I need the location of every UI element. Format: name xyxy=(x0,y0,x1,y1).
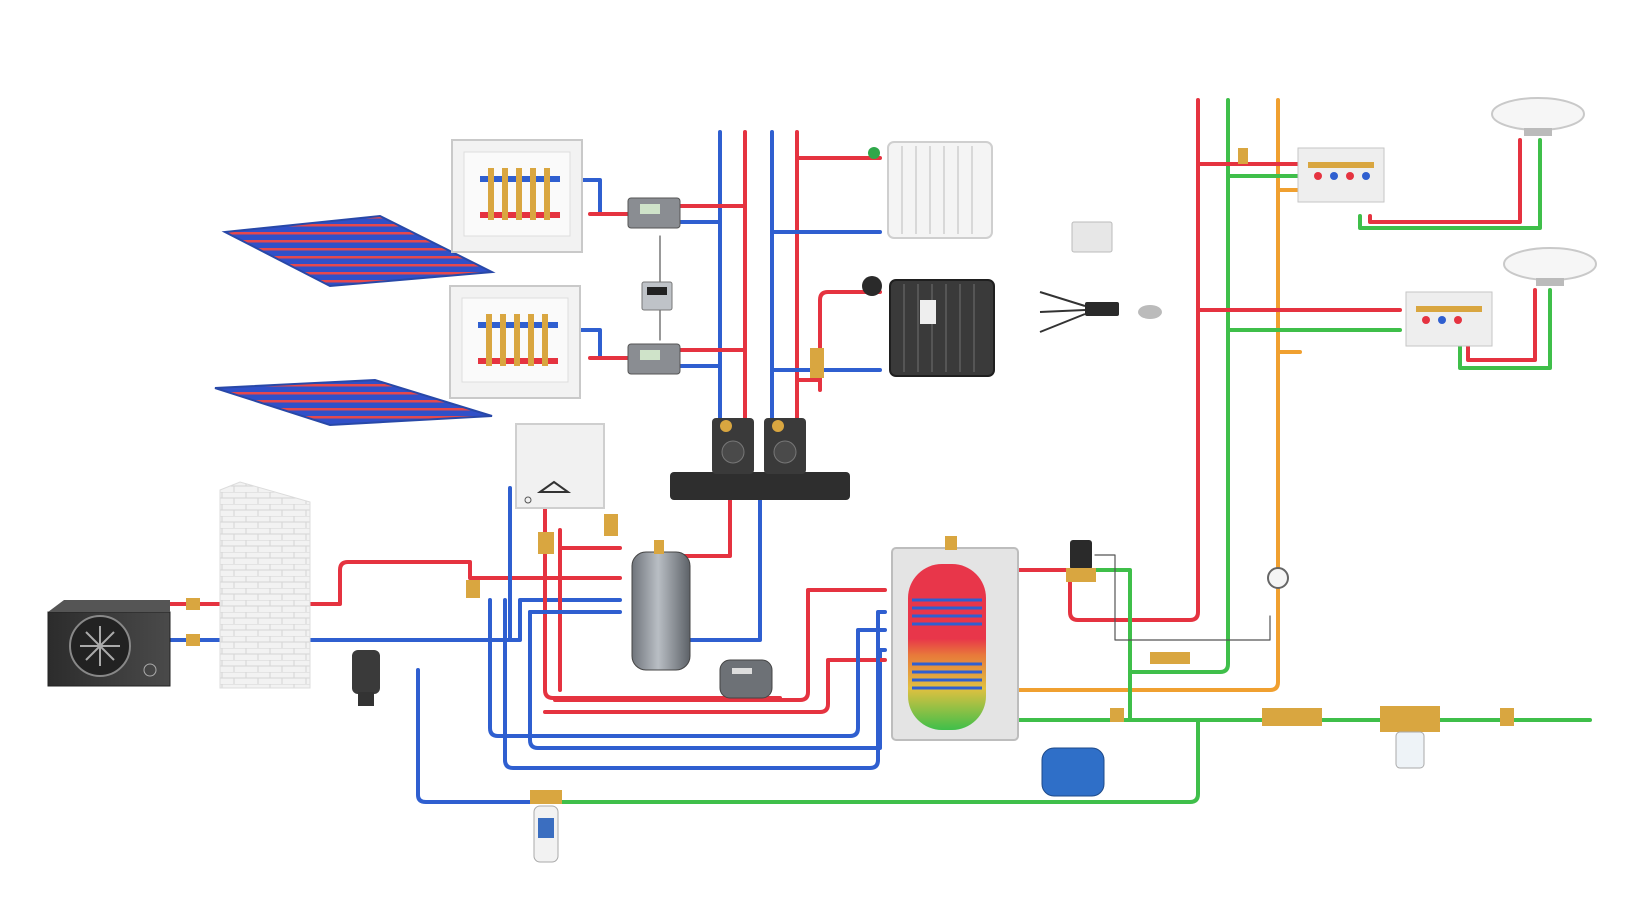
manifold-valves-icon xyxy=(480,168,560,220)
pipe-boiler-red xyxy=(543,486,782,700)
dhw-hot-out xyxy=(1013,98,1200,622)
pipe-cyl-blue-2 xyxy=(503,598,887,770)
pipe-hp-supply xyxy=(163,560,622,606)
antenna-icon xyxy=(1039,291,1086,333)
radiator-black[interactable] xyxy=(862,276,995,377)
thermostatic-head-icon xyxy=(862,276,882,296)
cold-return-filter xyxy=(558,718,1200,804)
flame-icon xyxy=(536,480,572,493)
dirt-separator[interactable] xyxy=(352,650,380,706)
sink-icon xyxy=(1491,97,1585,131)
manifold-lower-supply xyxy=(578,328,630,360)
valve-green-icon xyxy=(868,147,880,159)
basin-upper-green xyxy=(1358,138,1542,230)
water-filter-small[interactable] xyxy=(530,790,562,863)
basin-upper-red xyxy=(1368,138,1522,224)
pump-icon xyxy=(721,440,745,464)
blue-to-filter xyxy=(416,668,542,804)
hot-water-cylinder[interactable] xyxy=(891,536,1019,741)
expansion-vessel-blue[interactable] xyxy=(1041,747,1105,797)
heat-pump[interactable] xyxy=(47,600,171,687)
cold-to-mixer xyxy=(1088,568,1132,722)
heat-meter-lower[interactable] xyxy=(627,343,681,375)
wifi-router[interactable] xyxy=(1039,291,1162,333)
underfloor-loop-upper xyxy=(221,214,496,288)
expansion-vessel-grey[interactable] xyxy=(719,659,773,699)
gauge-icon xyxy=(1267,567,1289,589)
basin-lower-green xyxy=(1458,288,1552,370)
manifold-upper-supply xyxy=(578,178,630,216)
buffer-tank[interactable] xyxy=(631,540,691,671)
water-filter-main[interactable] xyxy=(1380,706,1440,769)
pump-station[interactable] xyxy=(670,418,850,500)
basin-lower-red xyxy=(1466,288,1537,362)
dhw-manifold-lower[interactable] xyxy=(1405,291,1493,347)
wall xyxy=(219,481,311,689)
gas-boiler[interactable] xyxy=(515,423,605,509)
pipe-buffer-up-blue xyxy=(678,488,762,642)
washbasin-upper[interactable] xyxy=(1491,97,1585,136)
thermostatic-mixer[interactable] xyxy=(1066,540,1096,582)
controller[interactable] xyxy=(641,281,673,311)
radiator-white[interactable] xyxy=(868,141,993,239)
pipe-cyl-red-1 xyxy=(553,588,887,702)
manifold-valves-icon xyxy=(478,314,558,366)
dhw-recirc xyxy=(1013,98,1280,692)
underfloor-loop-lower xyxy=(214,378,493,427)
dhw-manifold-upper[interactable] xyxy=(1297,147,1385,203)
branch-rad-black-red xyxy=(818,290,882,392)
pipe-hp-return xyxy=(163,598,622,642)
pipe-buffer-blue-2 xyxy=(528,610,887,750)
sensor-wire xyxy=(1094,554,1271,641)
pipe-cyl-red-2 xyxy=(543,658,887,714)
pipe-network xyxy=(163,98,1592,804)
pipe-cyl-blue-1 xyxy=(488,598,887,738)
brass-fittings xyxy=(186,148,1514,726)
underfloor-manifold-lower[interactable] xyxy=(449,285,581,399)
pressure-gauge[interactable] xyxy=(1267,567,1289,589)
underfloor-manifold-upper[interactable] xyxy=(451,139,583,253)
wall-thermostat[interactable] xyxy=(1071,221,1113,253)
pump-icon xyxy=(773,440,797,464)
coil-icon xyxy=(912,598,982,690)
sink-icon xyxy=(1503,247,1597,281)
washbasin-lower[interactable] xyxy=(1503,247,1597,286)
dhw-recirc-2 xyxy=(1128,98,1230,674)
heat-meter-upper[interactable] xyxy=(627,197,681,229)
pipe-buffer-up-red xyxy=(678,488,732,558)
